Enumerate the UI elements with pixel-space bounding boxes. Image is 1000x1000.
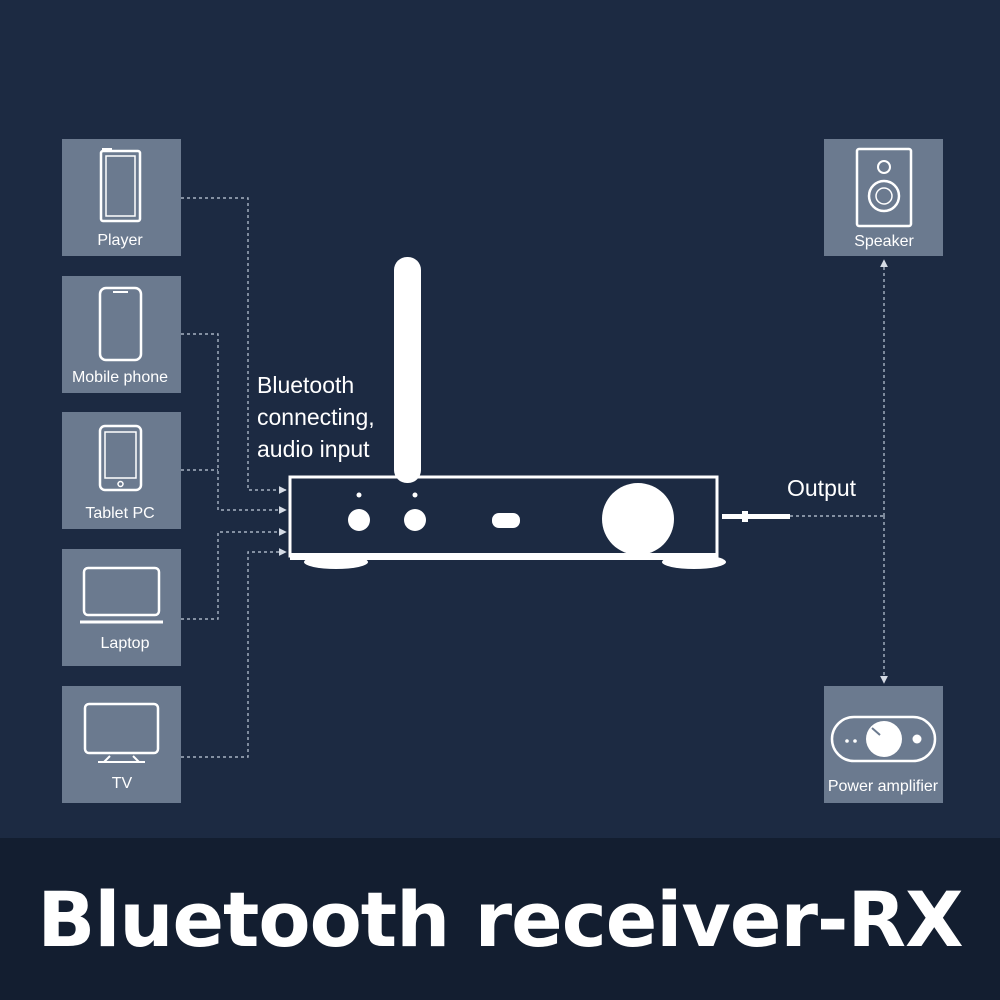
laptop-connector: [181, 528, 287, 620]
tv-icon: [83, 702, 160, 763]
source-label: Laptop: [101, 635, 150, 652]
source-label: Player: [97, 232, 143, 249]
output-label-text: Output: [787, 475, 857, 501]
source-label: TV: [112, 775, 133, 792]
knob-left: [348, 509, 370, 531]
input-label-line-1: Bluetooth: [257, 372, 354, 398]
volume-knob: [602, 483, 674, 555]
knob-right: [404, 509, 426, 531]
mobile-phone-icon: [98, 286, 143, 362]
speaker-icon: [855, 147, 913, 228]
power-amplifier-icon: [830, 715, 937, 763]
source-tile-laptop: Laptop: [62, 549, 181, 666]
source-tile-tv: TV: [62, 686, 181, 803]
output-label: Power amplifier: [828, 778, 939, 795]
title-banner: Bluetooth receiver-RX: [0, 838, 1000, 1000]
power-button: [492, 513, 520, 528]
mobile-phone-connector: [181, 333, 287, 514]
output-tile-power-amplifier: Power amplifier: [824, 686, 943, 803]
indicator-led: [412, 492, 418, 498]
input-label-line-3: audio input: [257, 436, 370, 462]
bluetooth-receiver-device: [288, 257, 726, 569]
output-label: Speaker: [854, 233, 914, 250]
device-housing: [288, 475, 719, 558]
media-player-icon: [99, 148, 142, 223]
tv-connector: [181, 548, 287, 758]
page-title: Bluetooth receiver-RX: [37, 874, 963, 964]
player-connector: [181, 197, 287, 494]
audio-jack-plug-icon: [722, 511, 790, 522]
antenna: [394, 257, 421, 483]
input-label-line-2: connecting,: [257, 404, 375, 430]
source-label: Mobile phone: [72, 369, 168, 386]
source-label: Tablet PC: [85, 505, 154, 522]
tablet-icon: [98, 424, 143, 492]
laptop-icon: [80, 566, 163, 624]
output-tile-speaker: Speaker: [824, 139, 943, 256]
indicator-led: [356, 492, 362, 498]
source-tile-player: Player: [62, 139, 181, 256]
output-connectors: [790, 259, 888, 684]
source-tile-tablet-pc: Tablet PC: [62, 412, 181, 529]
input-connectors: [181, 197, 287, 758]
source-tile-mobile-phone: Mobile phone: [62, 276, 181, 393]
